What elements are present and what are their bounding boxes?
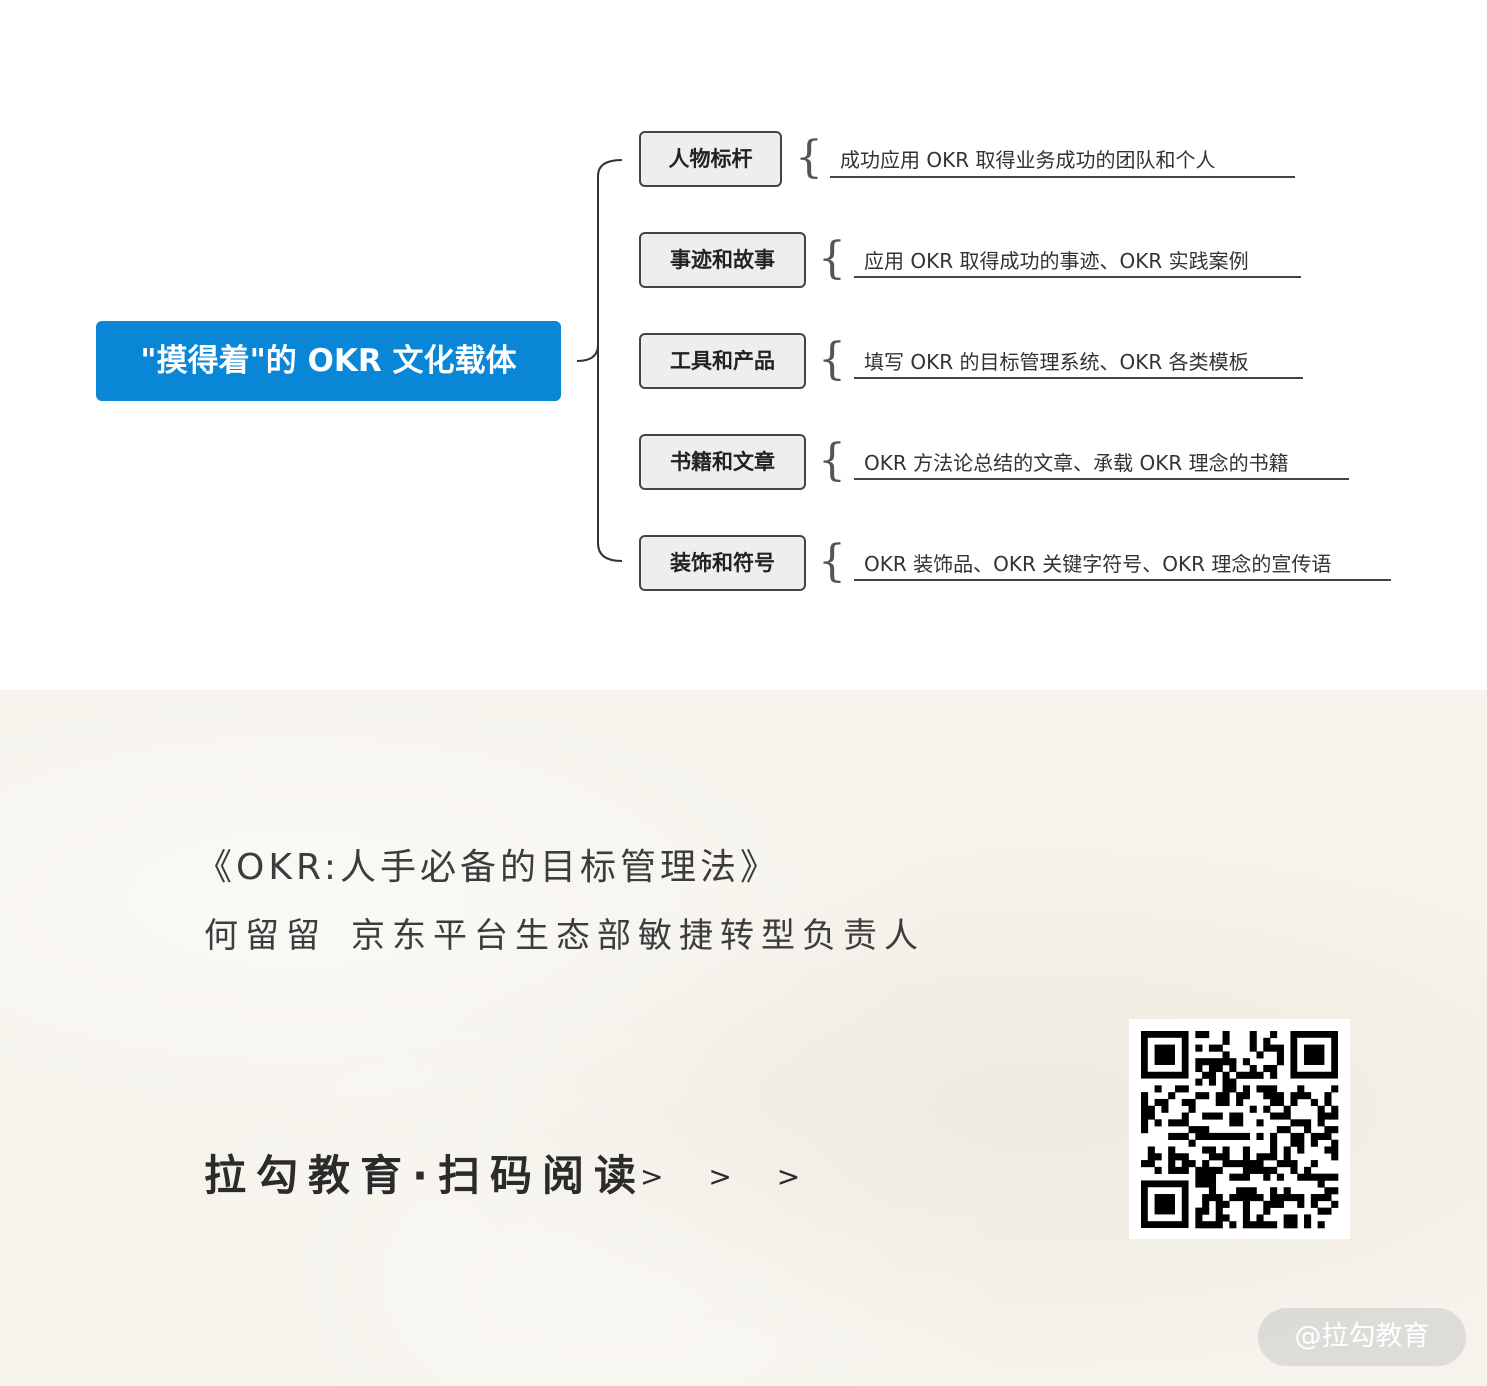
branch-node: 事迹和故事 [639, 232, 806, 288]
author-name: 何留留 [204, 916, 327, 956]
brace-icon: { [818, 536, 846, 587]
scan-to-read-label: 拉勾教育·扫码阅读 [204, 1151, 646, 1200]
mindmap-connectors [576, 159, 623, 562]
qr-code-graphic [1141, 1031, 1339, 1229]
mindmap-section: "摸得着"的 OKR 文化载体 人物标杆 { 成功应用 OKR 取得业务成功的团… [0, 0, 1487, 690]
leaf-text: 应用 OKR 取得成功的事迹、OKR 实践案例 [864, 249, 1249, 273]
leaf-underline [854, 478, 1349, 480]
branch-node: 装饰和符号 [639, 535, 806, 591]
leaf-underline [854, 377, 1303, 379]
leaf-text: 填写 OKR 的目标管理系统、OKR 各类模板 [864, 350, 1249, 374]
book-title: 《OKR:人手必备的目标管理法》 [196, 847, 780, 888]
leaf-underline [854, 579, 1391, 581]
branch-node: 工具和产品 [639, 333, 806, 389]
watermark-badge: @拉勾教育 [1258, 1308, 1466, 1366]
author-line: 何留留京东平台生态部敏捷转型负责人 [204, 908, 949, 957]
leaf-text: OKR 方法论总结的文章、承载 OKR 理念的书籍 [864, 451, 1289, 475]
brace-icon: { [818, 233, 846, 284]
brace-icon: { [795, 132, 823, 183]
leaf-text: OKR 装饰品、OKR 关键字符号、OKR 理念的宣传语 [864, 552, 1332, 576]
leaf-underline [830, 176, 1295, 178]
brace-icon: { [818, 334, 846, 385]
brace-icon: { [818, 435, 846, 486]
author-role: 京东平台生态部敏捷转型负责人 [351, 916, 925, 956]
leaf-underline [854, 276, 1301, 278]
promo-footer: 《OKR:人手必备的目标管理法》 何留留京东平台生态部敏捷转型负责人 拉勾教育·… [0, 690, 1487, 1386]
leaf-text: 成功应用 OKR 取得业务成功的团队和个人 [840, 148, 1216, 172]
branch-node: 人物标杆 [639, 131, 782, 187]
qr-code-icon[interactable] [1129, 1019, 1350, 1239]
branch-node: 书籍和文章 [639, 434, 806, 490]
cta-arrows: > > > [640, 1160, 819, 1193]
root-node: "摸得着"的 OKR 文化载体 [96, 321, 561, 401]
